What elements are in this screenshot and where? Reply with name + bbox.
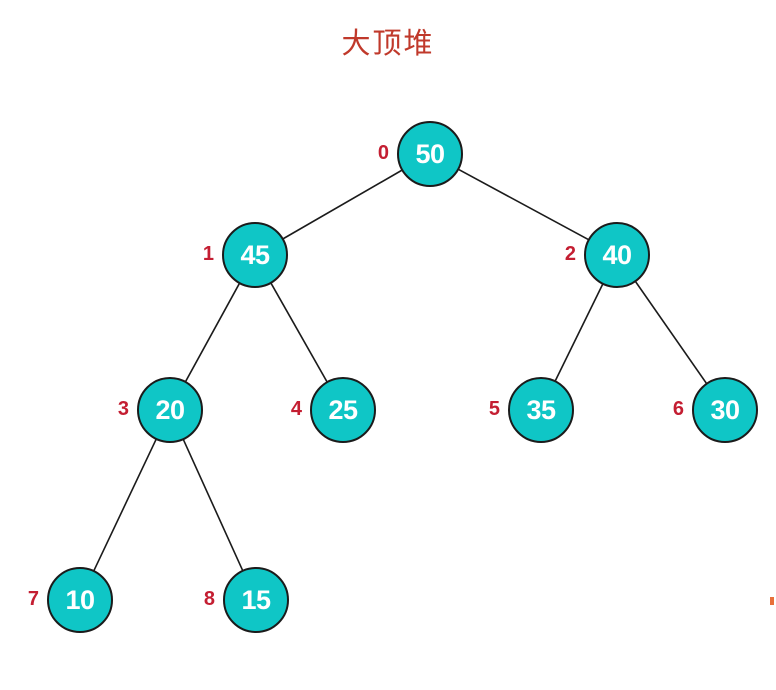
tree-node-3[interactable]: 20 — [137, 377, 203, 443]
tree-edge — [92, 438, 158, 572]
page-title: 大顶堆 — [341, 26, 435, 60]
tree-node-1[interactable]: 45 — [222, 222, 288, 288]
tree-edge — [457, 168, 590, 241]
tree-edge — [270, 282, 328, 383]
tree-node-0[interactable]: 50 — [397, 121, 463, 187]
tree-edge — [634, 280, 708, 385]
edge-artifact-marker — [770, 597, 774, 605]
tree-node-4[interactable]: 25 — [310, 377, 376, 443]
tree-edge — [184, 282, 241, 383]
tree-node-5[interactable]: 35 — [508, 377, 574, 443]
node-index-label-2: 2 — [564, 243, 576, 265]
node-index-label-5: 5 — [488, 398, 500, 420]
node-index-label-6: 6 — [672, 398, 684, 420]
tree-node-2[interactable]: 40 — [584, 222, 650, 288]
node-index-label-0: 0 — [377, 142, 389, 164]
tree-node-8[interactable]: 15 — [223, 567, 289, 633]
node-index-label-1: 1 — [202, 243, 214, 265]
tree-node-7[interactable]: 10 — [47, 567, 113, 633]
tree-edge — [282, 169, 403, 240]
node-index-label-7: 7 — [27, 588, 39, 610]
node-index-label-8: 8 — [203, 588, 215, 610]
tree-node-6[interactable]: 30 — [692, 377, 758, 443]
tree-edge — [554, 283, 604, 382]
node-index-label-3: 3 — [117, 398, 129, 420]
node-index-label-4: 4 — [290, 398, 302, 420]
tree-edge — [182, 438, 244, 572]
